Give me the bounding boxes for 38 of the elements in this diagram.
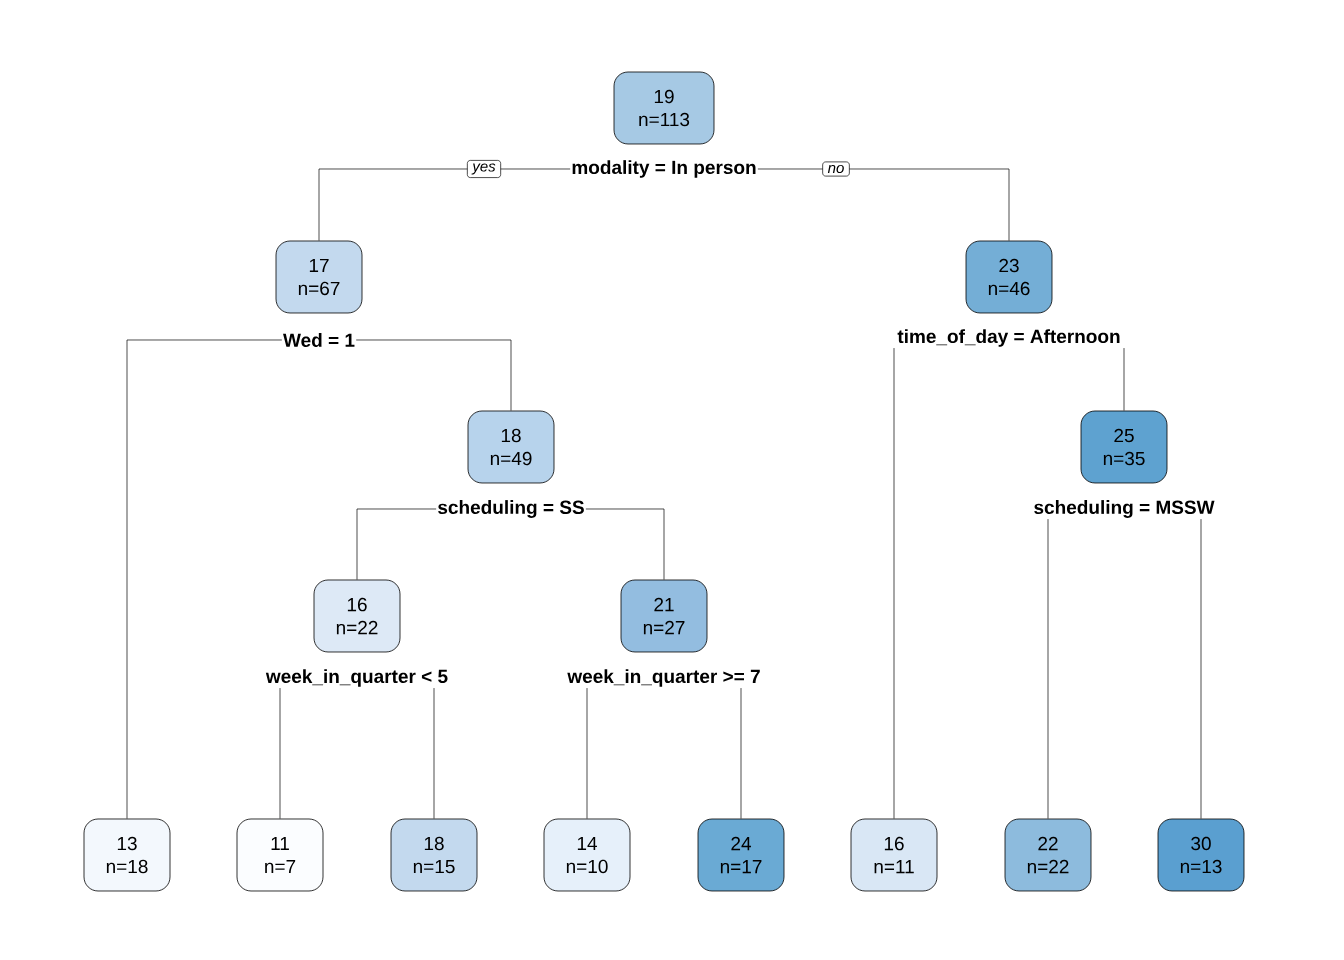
- value-box: 19 n=113: [613, 71, 715, 145]
- value-box: 16 n=22: [313, 579, 401, 653]
- connector-line: [586, 687, 588, 819]
- value-box: 18 n=49: [467, 410, 555, 484]
- connector-line: [126, 339, 283, 819]
- value-box: 24 n=17: [697, 818, 785, 892]
- split-label: modality = In person: [572, 160, 756, 178]
- connector-line: [1047, 518, 1049, 819]
- connector-line: [433, 687, 435, 819]
- connector-line: [893, 347, 895, 819]
- value-box: 17 n=67: [275, 240, 363, 314]
- value-box: 13 n=18: [83, 818, 171, 892]
- edge-label: yes: [467, 160, 502, 178]
- split-label: scheduling = SS: [438, 500, 584, 518]
- connector-line: [318, 168, 571, 241]
- connector-line: [356, 508, 437, 580]
- value-box: 30 n=13: [1157, 818, 1245, 892]
- value-box: 18 n=15: [390, 818, 478, 892]
- connector-line: [1200, 518, 1202, 819]
- value-box: 14 n=10: [543, 818, 631, 892]
- split-label: week_in_quarter >= 7: [567, 669, 760, 687]
- connector-line: [355, 339, 512, 411]
- connector-line: [740, 687, 742, 819]
- connector-line: [279, 687, 281, 819]
- value-box: 11 n=7: [236, 818, 324, 892]
- split-label: scheduling = MSSW: [1034, 500, 1215, 518]
- value-box: 25 n=35: [1080, 410, 1168, 484]
- value-box: 21 n=27: [620, 579, 708, 653]
- split-label: time_of_day = Afternoon: [897, 329, 1120, 347]
- value-box: 23 n=46: [965, 240, 1053, 314]
- connector-line: [757, 168, 1010, 241]
- connector-line: [585, 508, 665, 580]
- split-label: week_in_quarter < 5: [265, 669, 448, 687]
- connector-line: [1123, 347, 1125, 411]
- value-box: 16 n=11: [850, 818, 938, 892]
- value-box: 22 n=22: [1004, 818, 1092, 892]
- edge-label: no: [822, 161, 850, 177]
- split-label: Wed = 1: [283, 333, 355, 347]
